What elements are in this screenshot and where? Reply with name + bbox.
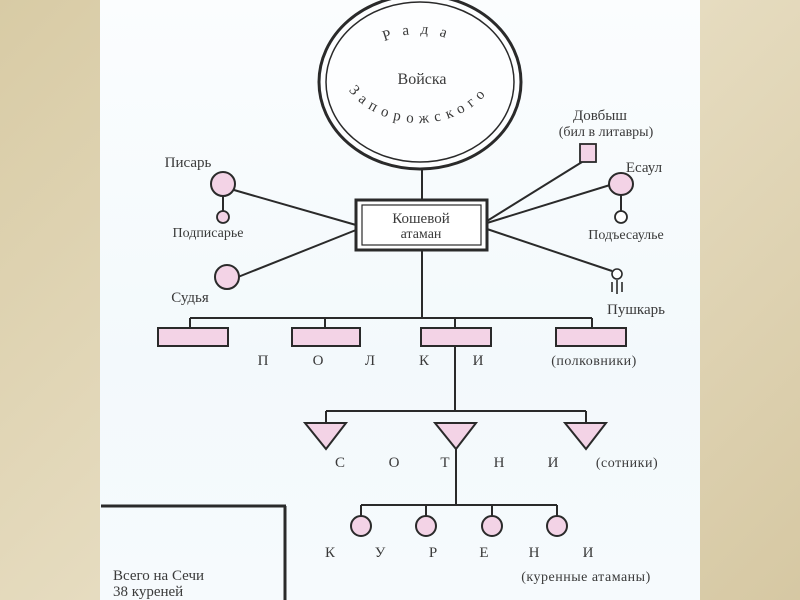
pushkar-label: Пушкарь (607, 302, 665, 318)
sotni-letter: Т (440, 455, 449, 471)
sotni-level: С О Т Н И (сотники) (302, 346, 658, 471)
summary-box: Всего на Сечи 38 куреней (101, 504, 287, 600)
connector-sudya (237, 229, 357, 278)
kuren-node (415, 515, 437, 537)
pisar-label: Писарь (165, 155, 212, 171)
podesaule-label: Подъесаулье (588, 228, 664, 243)
polk-node (555, 327, 627, 347)
connector-pushkar (486, 228, 613, 272)
rada-node: Рада Запорожского Войска (317, 0, 523, 171)
summary-line1: Всего на Сечи (113, 568, 204, 584)
kureni-note: (куренные атаманы) (521, 570, 650, 585)
summary-line2: 38 куреней (113, 584, 183, 600)
kureni-letter: И (583, 545, 594, 561)
sotnya-node (302, 422, 349, 451)
kureni-letter: У (375, 545, 386, 561)
connector-dovbysh (486, 161, 583, 222)
esaul-node (608, 172, 634, 196)
polki-level: П О Л К И (полковники) (157, 250, 637, 369)
rada-center-label: Войска (398, 71, 447, 88)
podpisare-node (216, 210, 230, 224)
pisar-node (210, 171, 236, 197)
polki-letter: П (258, 353, 269, 369)
connector-esaul (486, 184, 611, 224)
sudya-node (214, 264, 240, 290)
podesaule-node (614, 210, 628, 224)
right-officials: Довбыш (бил в литавры) Есаул Подъесаулье… (486, 108, 665, 318)
polki-note: (полковники) (551, 354, 637, 369)
connector-pisar (233, 189, 357, 226)
kureni-letter: К (325, 545, 336, 561)
kureni-letter: Р (429, 545, 437, 561)
sotnya-node (432, 422, 479, 451)
sudya-label: Судья (171, 290, 209, 306)
sotni-letter: О (389, 455, 400, 471)
sotni-letter: Н (494, 455, 505, 471)
left-officials: Писарь Подписарье Судья (165, 155, 357, 306)
kuren-node (546, 515, 568, 537)
kureni-letter: Н (529, 545, 540, 561)
dovbysh-note: (бил в литавры) (559, 125, 654, 140)
polki-letter: Л (365, 353, 375, 369)
koshevoy-ataman-node: Кошевой атаман (354, 198, 489, 252)
sotnya-node (562, 422, 609, 451)
polki-letter: К (419, 353, 430, 369)
dovbysh-label: Довбыш (573, 108, 627, 124)
dovbysh-node (579, 143, 597, 163)
kuren-node (481, 515, 503, 537)
polki-letter: И (473, 353, 484, 369)
kureni-letter: Е (479, 545, 488, 561)
kureni-level: К У Р Е Н И (куренные атаманы) (325, 449, 650, 585)
sotni-letter: С (335, 455, 345, 471)
polki-letter: О (313, 353, 324, 369)
polk-node (420, 327, 492, 347)
koshevoy-line2: атаман (401, 227, 442, 242)
sotni-letter: И (548, 455, 559, 471)
sotni-note: (сотники) (596, 456, 658, 471)
esaul-label: Есаул (626, 160, 663, 176)
pushkar-cannon-icon (611, 268, 623, 294)
kuren-node (350, 515, 372, 537)
podpisare-label: Подписарье (172, 226, 243, 241)
koshevoy-line1: Кошевой (392, 211, 449, 227)
polk-node (291, 327, 361, 347)
polk-node (157, 327, 229, 347)
